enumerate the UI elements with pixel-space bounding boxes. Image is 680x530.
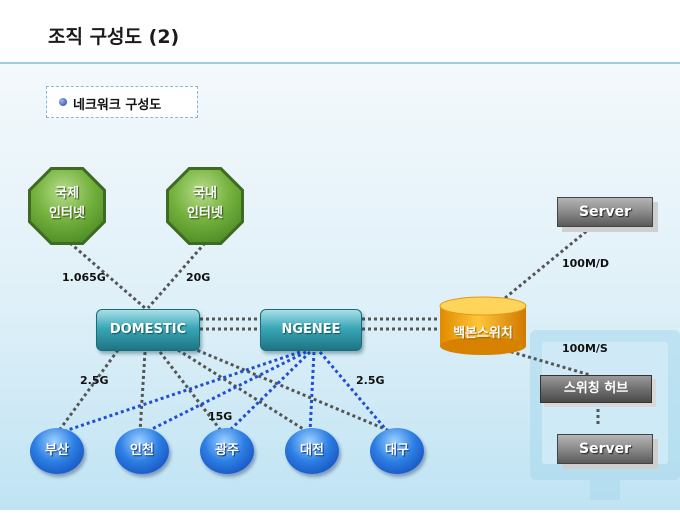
label-server-hub-bandwidth: 100M/S: [562, 342, 608, 355]
subtitle-box: 네크워크 구성도: [46, 86, 198, 118]
domestic-internet-node: 국내 인터넷: [166, 167, 244, 245]
label-middle-bandwidth: 15G: [208, 410, 233, 423]
city-daegu: 대구: [370, 428, 424, 474]
international-internet-node: 국제 인터넷: [28, 167, 106, 245]
label-international-bandwidth: 1.065G: [62, 271, 106, 284]
domestic-internet-line1: 국내: [193, 186, 217, 201]
switching-hub: 스위칭 허브: [540, 375, 652, 403]
city-busan: 부산: [30, 428, 84, 474]
page-title: 조직 구성도 (2): [48, 26, 180, 48]
label-server-top-bandwidth: 100M/D: [562, 257, 610, 270]
server-top: Server: [557, 197, 653, 227]
subtitle-text: 네크워크 구성도: [73, 98, 162, 113]
label-right-cities-bandwidth: 2.5G: [356, 374, 385, 387]
backbone-switch-icon: [439, 296, 527, 355]
international-internet-line2: 인터넷: [49, 206, 85, 221]
title-bar: [0, 0, 680, 64]
domestic-node: DOMESTIC: [96, 309, 200, 351]
city-incheon: 인천: [115, 428, 169, 474]
label-left-cities-bandwidth: 2.5G: [80, 374, 109, 387]
ngenee-node: NGENEE: [260, 309, 362, 351]
city-daejeon: 대전: [285, 428, 339, 474]
bullet-icon: [59, 98, 67, 106]
backbone-switch-label: 백본스위치: [453, 326, 513, 341]
city-gwangju: 광주: [200, 428, 254, 474]
connection-lines: [56, 228, 600, 434]
label-domestic-bandwidth: 20G: [186, 271, 211, 284]
domestic-internet-line2: 인터넷: [187, 206, 223, 221]
server-bottom: Server: [557, 434, 653, 464]
international-internet-line1: 국제: [55, 186, 79, 201]
